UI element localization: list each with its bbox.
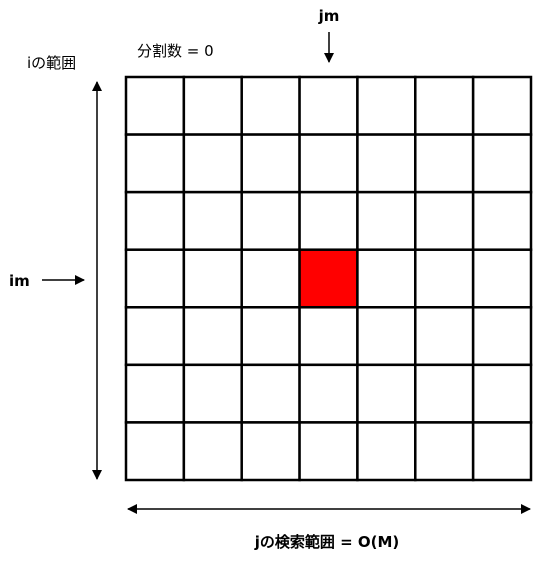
grid-cell xyxy=(471,306,533,367)
grid xyxy=(124,75,533,482)
grid-cell xyxy=(240,190,301,251)
grid-cell xyxy=(414,363,475,424)
grid-cell xyxy=(182,306,243,367)
grid-cell xyxy=(124,133,186,194)
grid-cell xyxy=(298,133,359,194)
grid-cell xyxy=(471,133,533,194)
grid-cell xyxy=(414,75,475,136)
grid-cell xyxy=(471,75,533,136)
grid-cell xyxy=(240,248,301,309)
grid-cell xyxy=(298,306,359,367)
grid-cell xyxy=(124,306,186,367)
grid-cell xyxy=(356,363,417,424)
grid-cell xyxy=(356,306,417,367)
grid-cell xyxy=(356,248,417,309)
grid-cell xyxy=(240,75,301,136)
grid-cell xyxy=(298,421,359,482)
grid-cell xyxy=(182,75,243,136)
grid-cell xyxy=(182,133,243,194)
grid-cell xyxy=(471,190,533,251)
grid-cell xyxy=(124,190,186,251)
grid-cell xyxy=(356,133,417,194)
grid-cell xyxy=(124,421,186,482)
grid-cell xyxy=(471,248,533,309)
grid-cell xyxy=(471,363,533,424)
grid-cell xyxy=(182,363,243,424)
division-count-label: 分割数 = 0 xyxy=(137,42,214,60)
highlighted-cell xyxy=(298,248,359,309)
grid-cell xyxy=(298,190,359,251)
grid-cell xyxy=(182,421,243,482)
grid-cell xyxy=(356,421,417,482)
grid-cell xyxy=(298,75,359,136)
grid-cell xyxy=(414,133,475,194)
im-label: im xyxy=(9,272,30,290)
grid-cell xyxy=(414,248,475,309)
grid-cell xyxy=(182,190,243,251)
i-range-label: iの範囲 xyxy=(27,54,76,72)
grid-cell xyxy=(240,306,301,367)
grid-cell xyxy=(124,75,186,136)
grid-cell xyxy=(471,421,533,482)
grid-cell xyxy=(124,363,186,424)
grid-cell xyxy=(414,421,475,482)
grid-cell xyxy=(298,363,359,424)
grid-cell xyxy=(240,133,301,194)
grid-cell xyxy=(240,363,301,424)
grid-cell xyxy=(182,248,243,309)
grid-cell xyxy=(414,190,475,251)
grid-cell xyxy=(414,306,475,367)
grid-cell xyxy=(240,421,301,482)
grid-cell xyxy=(124,248,186,309)
grid-cell xyxy=(356,190,417,251)
j-search-range-label: jの検索範囲 = O(M) xyxy=(254,533,400,551)
jm-label: jm xyxy=(318,7,340,25)
grid-cell xyxy=(356,75,417,136)
